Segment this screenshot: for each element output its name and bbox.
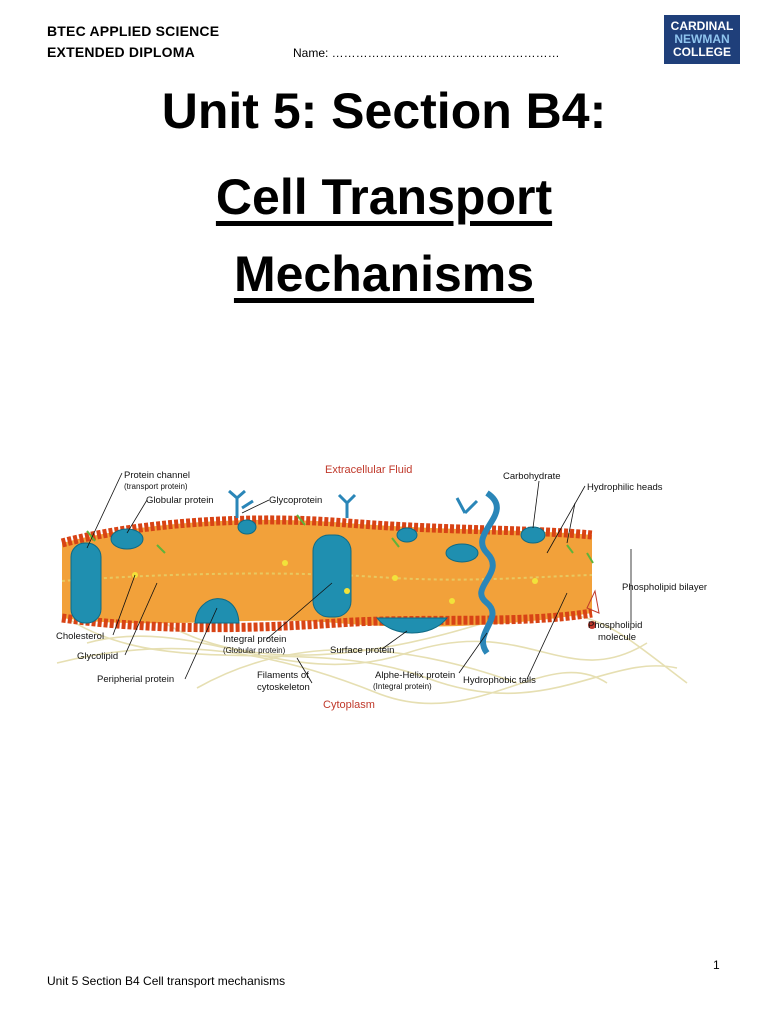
label-globular-protein: Globular protein bbox=[146, 495, 214, 506]
label-glycolipid: Glycolipid bbox=[77, 651, 118, 662]
course-title-line-1: BTEC APPLIED SCIENCE bbox=[47, 23, 220, 39]
label-peripheral-protein: Peripherial protein bbox=[97, 674, 174, 685]
footer-text: Unit 5 Section B4 Cell transport mechani… bbox=[47, 974, 286, 988]
glycoprotein-chains bbox=[228, 489, 479, 518]
label-integral-protein-sub: (Globular protein) bbox=[223, 646, 286, 655]
surface-protein bbox=[375, 617, 449, 634]
label-hydrophobic-tails: Hydrophobic tails bbox=[463, 675, 536, 686]
label-alpha-helix: Alphe-Helix protein bbox=[375, 670, 455, 681]
label-phospholipid-bilayer: Phospholipid bilayer bbox=[622, 582, 707, 593]
glycolipid-chains bbox=[86, 514, 594, 564]
label-alpha-helix-sub: (Integral protein) bbox=[373, 682, 432, 691]
page-number: 1 bbox=[713, 958, 720, 972]
unit-title: Unit 5: Section B4: bbox=[161, 83, 607, 139]
protein-channel bbox=[70, 542, 102, 624]
logo-line-2: NEWMAN bbox=[674, 32, 730, 46]
cell-membrane-diagram: Extracellular Fluid Cytoplasm Protein ch… bbox=[47, 453, 719, 721]
surface-protein-top bbox=[396, 527, 418, 543]
label-phospholipid-molecule-2: molecule bbox=[598, 632, 636, 643]
carbohydrate-protein bbox=[520, 526, 546, 544]
name-field: Name: ………………………………………………… bbox=[293, 46, 560, 60]
phospholipid-head bbox=[588, 621, 596, 629]
integral-protein bbox=[312, 534, 352, 618]
label-extracellular-fluid: Extracellular Fluid bbox=[325, 464, 412, 476]
label-phospholipid-molecule-1: Phospholipid bbox=[588, 620, 642, 631]
label-cytoplasm: Cytoplasm bbox=[323, 699, 375, 711]
logo-line-1: CARDINAL bbox=[670, 19, 734, 33]
label-cholesterol: Cholesterol bbox=[56, 631, 104, 642]
alpha-helix-protein bbox=[478, 490, 500, 655]
course-title-line-2: EXTENDED DIPLOMA bbox=[47, 44, 195, 60]
phospholipid-molecule-box bbox=[586, 589, 600, 614]
label-filaments-1: Filaments of bbox=[257, 670, 309, 681]
college-logo: CARDINAL NEWMAN COLLEGE bbox=[664, 15, 740, 64]
logo-line-3: COLLEGE bbox=[672, 45, 731, 59]
label-glycoprotein: Glycoprotein bbox=[269, 495, 322, 506]
label-surface-protein: Surface protein bbox=[330, 645, 394, 656]
leader-lines bbox=[86, 472, 632, 684]
label-integral-protein: Integral protein bbox=[223, 634, 286, 645]
topic-title-line-1: Cell Transport bbox=[215, 169, 553, 225]
label-carbohydrate: Carbohydrate bbox=[503, 471, 561, 482]
globular-protein bbox=[110, 528, 144, 550]
cholesterol-molecules bbox=[132, 560, 538, 604]
label-filaments-2: cytoskeleton bbox=[257, 682, 310, 693]
topic-title-line-2: Mechanisms bbox=[233, 246, 535, 302]
label-protein-channel: Protein channel bbox=[124, 470, 190, 481]
membrane-proteins bbox=[70, 519, 546, 634]
glycoprotein-base bbox=[237, 519, 257, 535]
label-protein-channel-sub: (transport protein) bbox=[124, 482, 188, 491]
surface-protein-right bbox=[445, 543, 479, 563]
label-hydrophilic-heads: Hydrophilic heads bbox=[587, 482, 663, 493]
peripheral-protein bbox=[194, 598, 240, 624]
